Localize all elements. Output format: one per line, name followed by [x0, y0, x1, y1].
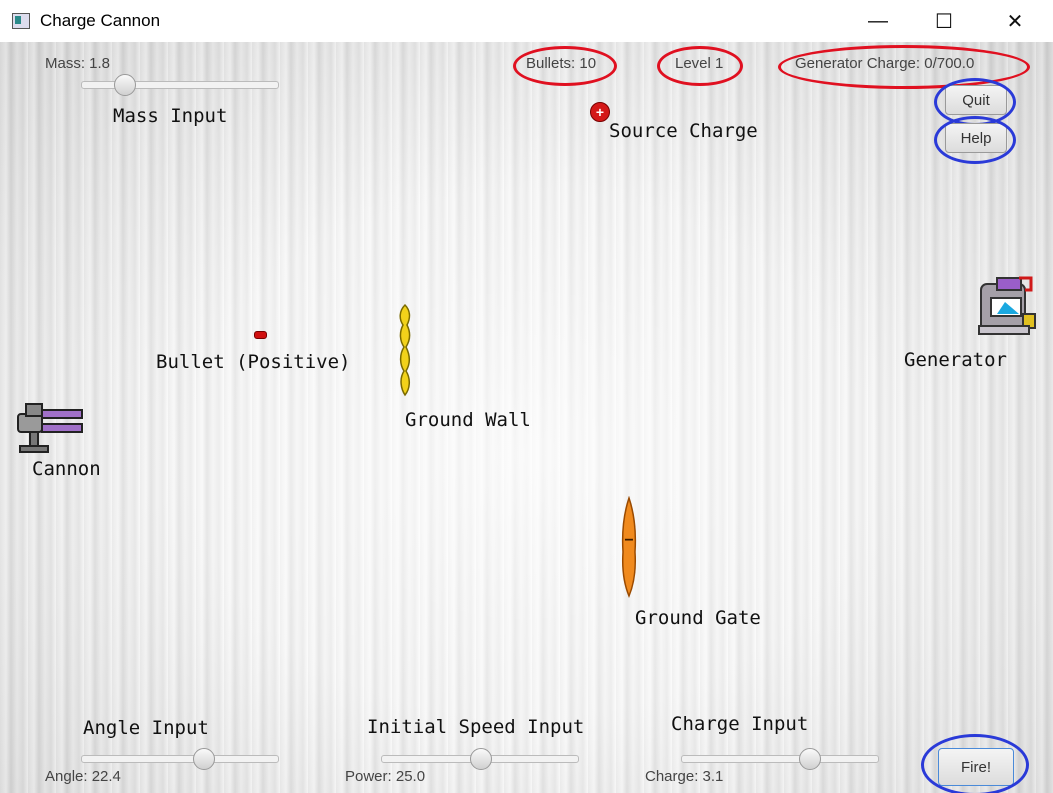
- charge-value: Charge: 3.1: [645, 768, 724, 785]
- app-icon: [12, 13, 30, 29]
- mass-input-label: Mass Input: [113, 105, 228, 127]
- maximize-button[interactable]: ☐: [935, 10, 953, 33]
- angle-input-label: Angle Input: [83, 717, 209, 739]
- mass-slider-thumb[interactable]: [114, 74, 136, 96]
- title-bar: Charge Cannon — ☐ ✕: [0, 0, 1053, 42]
- speed-slider[interactable]: [381, 748, 579, 770]
- speed-input-label: Initial Speed Input: [367, 716, 585, 738]
- mass-slider[interactable]: [81, 74, 279, 96]
- generator-label: Generator: [904, 349, 1007, 371]
- source-charge-label: Source Charge: [609, 120, 758, 142]
- mass-value: Mass: 1.8: [45, 55, 111, 72]
- help-highlight: [934, 116, 1016, 164]
- minimize-button[interactable]: —: [868, 9, 888, 32]
- charge-input-label: Charge Input: [671, 713, 809, 735]
- charge-slider[interactable]: [681, 748, 879, 770]
- close-button[interactable]: ✕: [1006, 10, 1024, 33]
- angle-slider-thumb[interactable]: [193, 748, 215, 770]
- charge-slider-thumb[interactable]: [799, 748, 821, 770]
- bullet-icon: [254, 331, 267, 339]
- generator-charge-highlight: [778, 45, 1030, 89]
- angle-value: Angle: 22.4: [45, 768, 121, 785]
- cannon-icon: [17, 403, 83, 453]
- window-title: Charge Cannon: [40, 11, 161, 30]
- game-canvas[interactable]: Mass: 1.8 Mass Input Bullets: 10 Level 1…: [0, 42, 1053, 793]
- ground-gate-icon: −: [620, 496, 638, 598]
- source-charge-icon: +: [590, 102, 610, 122]
- bullets-highlight: [513, 46, 617, 86]
- generator-icon: [978, 276, 1036, 335]
- ground-gate-label: Ground Gate: [635, 607, 761, 629]
- speed-value: Power: 25.0: [345, 768, 426, 785]
- charge-slider-track: [681, 755, 879, 763]
- gate-sign: −: [624, 532, 634, 549]
- cannon-label: Cannon: [32, 458, 101, 480]
- angle-slider[interactable]: [81, 748, 279, 770]
- level-highlight: [657, 46, 743, 86]
- speed-slider-thumb[interactable]: [470, 748, 492, 770]
- ground-wall-label: Ground Wall: [405, 409, 531, 431]
- fire-highlight: [921, 734, 1029, 793]
- mass-slider-track: [81, 81, 279, 89]
- ground-wall-icon: [399, 303, 411, 397]
- angle-slider-track: [81, 755, 279, 763]
- bullet-label: Bullet (Positive): [156, 351, 351, 373]
